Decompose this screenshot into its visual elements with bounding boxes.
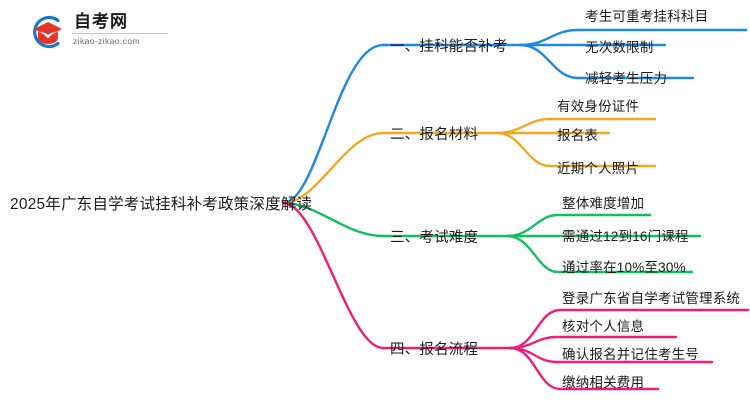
branch-1-child-1-label: 考生可重考挂科科目 — [585, 9, 709, 24]
branch-4-child-2-label: 核对个人信息 — [562, 319, 645, 334]
branch-1-child-3-label: 减轻考生压力 — [585, 71, 668, 86]
branch-4-child-4[interactable]: 缴纳相关费用 — [562, 371, 644, 391]
branch-3-child-2[interactable]: 需通过12到16门课程 — [562, 225, 689, 245]
branch-1-connectors — [281, 28, 748, 205]
branch-4-child-3-label: 确认报名并记住考生号 — [562, 347, 699, 362]
branch-3-topic-label: 三、考试难度 — [390, 230, 479, 246]
branch-2-child-1[interactable]: 有效身份证件 — [557, 95, 639, 115]
branch-1-child-2-label: 无次数限制 — [585, 40, 654, 55]
graduation-cap-icon — [33, 15, 62, 49]
branch-3-topic[interactable]: 三、考试难度 — [390, 226, 478, 247]
logo-text-block: 自考网 zikao-zikao.com — [72, 12, 168, 47]
branch-1-child-2[interactable]: 无次数限制 — [585, 36, 654, 56]
branch-4-child-3[interactable]: 确认报名并记住考生号 — [562, 343, 699, 363]
branch-4-child-1[interactable]: 登录广东省自学考试管理系统 — [562, 287, 740, 307]
branch-2-connectors — [281, 117, 657, 205]
logo-site-name: 自考网 — [74, 12, 128, 31]
branch-2-child-3[interactable]: 近期个人照片 — [557, 157, 639, 177]
branch-2-topic-label: 二、报名材料 — [390, 127, 479, 143]
branch-4-topic[interactable]: 四、报名流程 — [390, 338, 478, 359]
branch-1-topic-label: 一、挂科能否补考 — [390, 39, 508, 55]
logo-divider — [72, 33, 168, 34]
branch-2-child-3-label: 近期个人照片 — [557, 161, 640, 176]
logo-site-url: zikao-zikao.com — [73, 36, 140, 46]
mindmap-root-node[interactable]: 2025年广东自学考试挂科补考政策深度解读 — [10, 190, 312, 216]
branch-3-child-1-label: 整体难度增加 — [562, 196, 645, 211]
branch-1-child-3[interactable]: 减轻考生压力 — [585, 67, 667, 87]
site-logo[interactable]: 自考网 zikao-zikao.com — [28, 10, 168, 55]
branch-4-child-4-label: 缴纳相关费用 — [562, 375, 645, 390]
branch-4-connectors — [281, 201, 750, 391]
branch-2-child-2[interactable]: 报名表 — [557, 124, 598, 144]
branch-2-child-1-label: 有效身份证件 — [557, 99, 640, 114]
branch-4-child-1-label: 登录广东省自学考试管理系统 — [562, 291, 741, 306]
branch-3-child-1[interactable]: 整体难度增加 — [562, 192, 644, 212]
branch-1-child-1[interactable]: 考生可重考挂科科目 — [585, 5, 708, 25]
branch-4-child-2[interactable]: 核对个人信息 — [562, 315, 644, 335]
mindmap-root-label: 2025年广东自学考试挂科补考政策深度解读 — [10, 196, 313, 213]
branch-2-topic[interactable]: 二、报名材料 — [390, 123, 478, 144]
branch-1-topic[interactable]: 一、挂科能否补考 — [390, 35, 508, 56]
branch-3-child-2-label: 需通过12到16门课程 — [562, 229, 689, 244]
branch-3-child-3-label: 通过率在10%至30% — [562, 260, 686, 275]
branch-4-topic-label: 四、报名流程 — [390, 342, 479, 358]
branch-3-connectors — [281, 201, 702, 274]
branch-2-child-2-label: 报名表 — [557, 128, 599, 143]
branch-3-child-3[interactable]: 通过率在10%至30% — [562, 256, 686, 276]
